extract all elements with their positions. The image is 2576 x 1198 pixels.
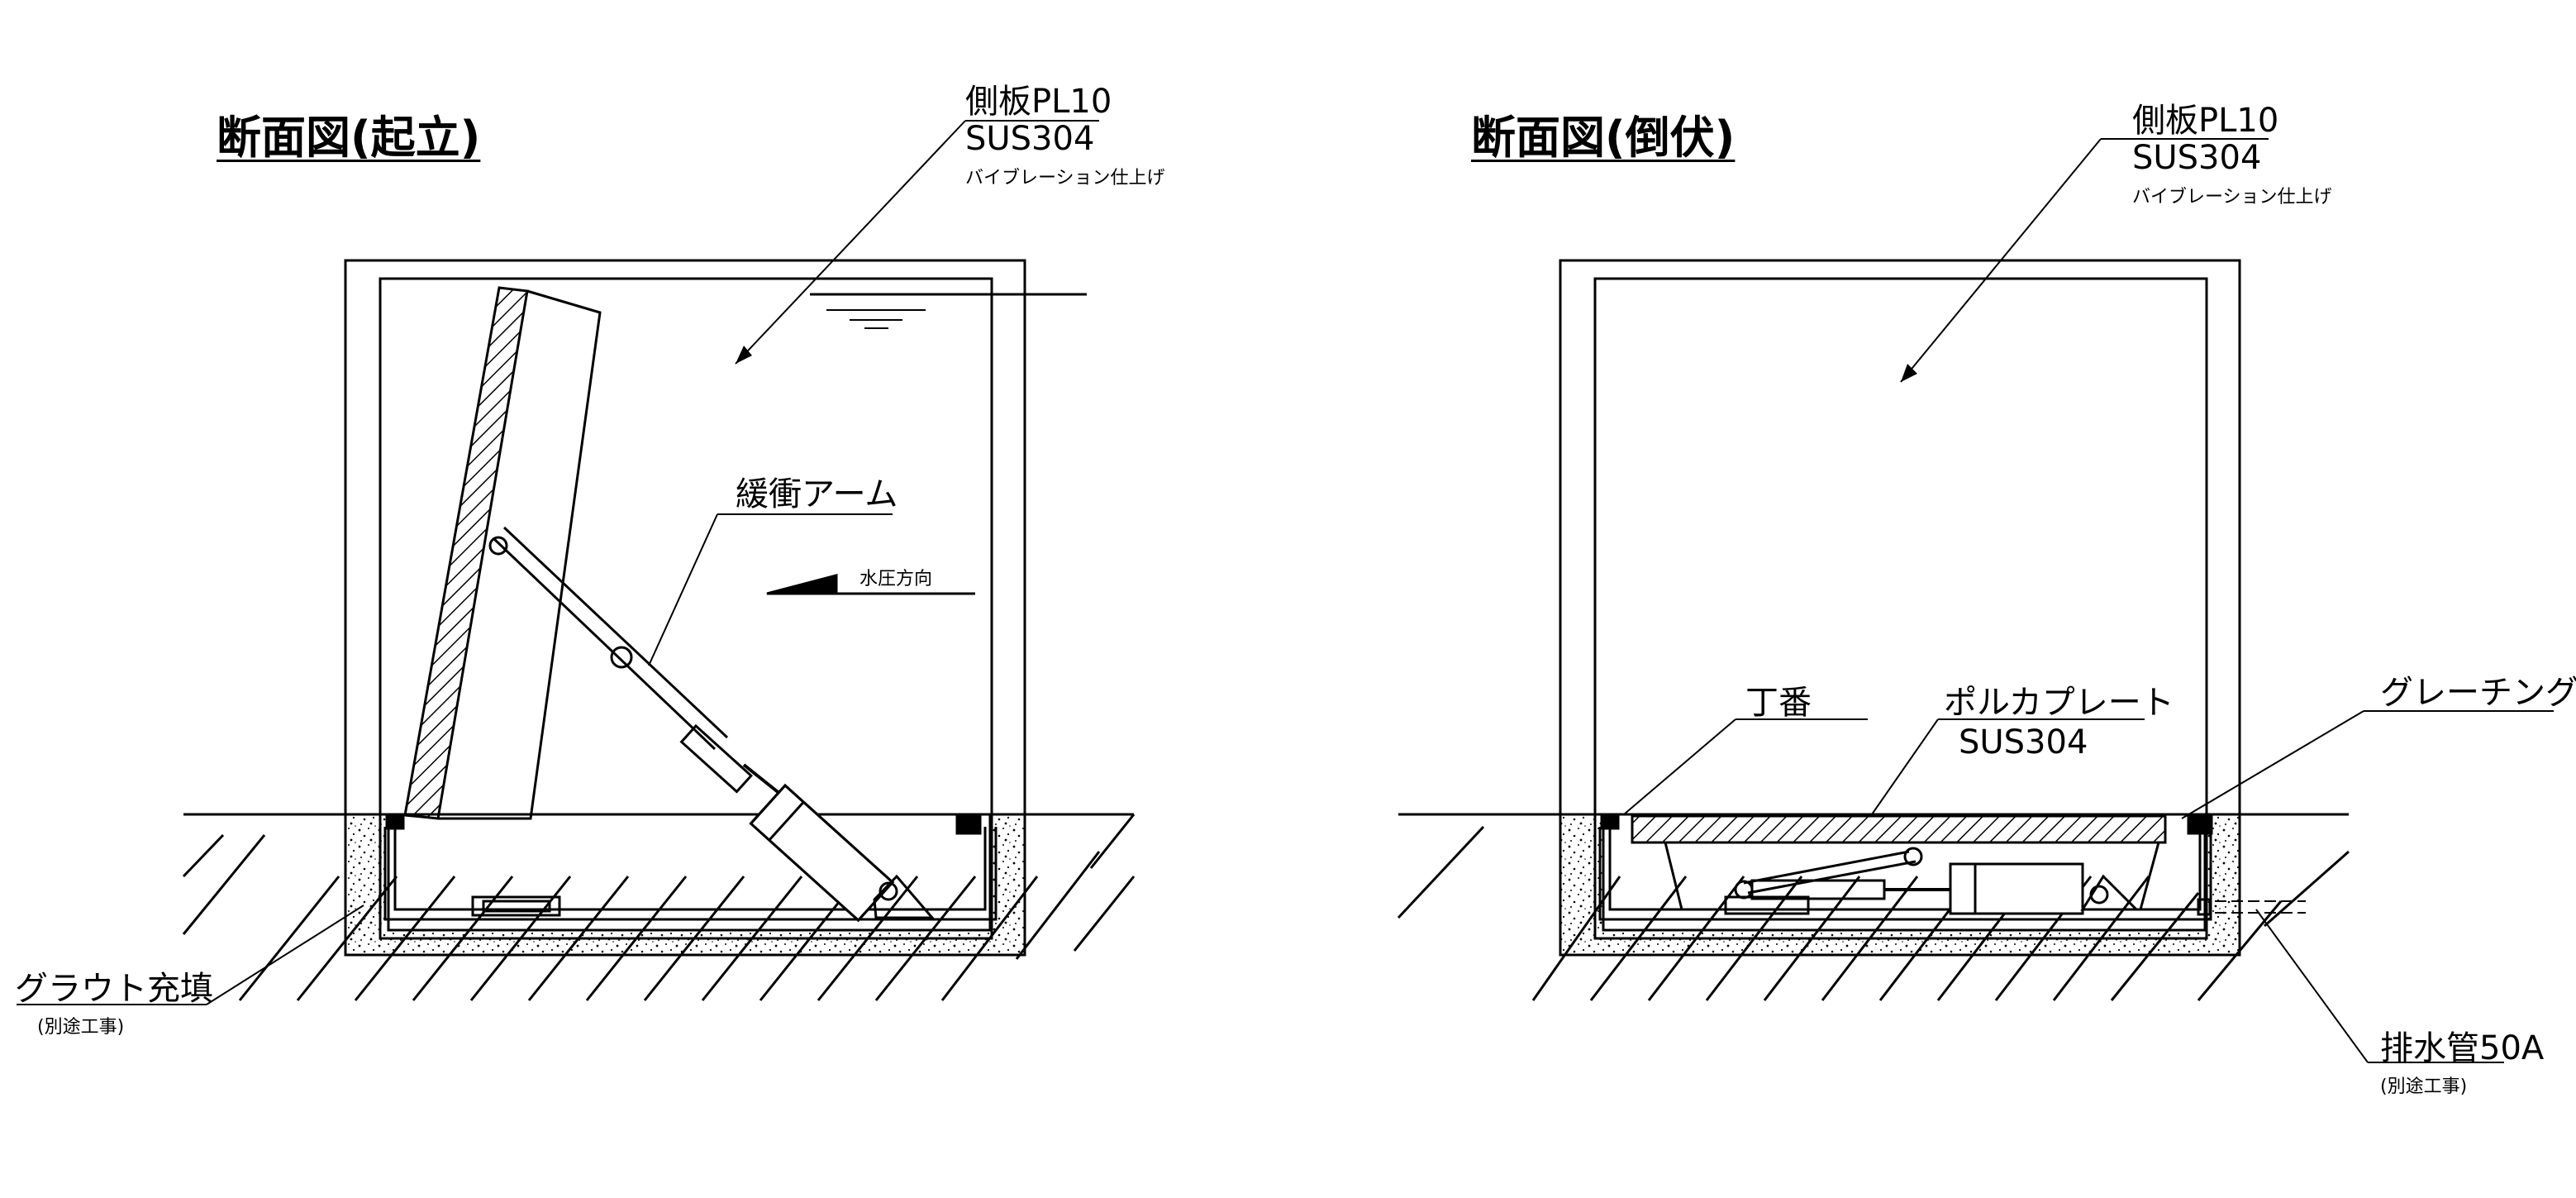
left-side-plate-label-2: SUS304 [965, 120, 1095, 158]
left-side-plate-finish: バイブレーション仕上げ [965, 168, 1165, 189]
right-side-plate-label-1: 側板PL10 [2132, 102, 2279, 140]
buffer-arm-label: 緩衝アーム [736, 475, 898, 513]
right-buffer-arm [1734, 847, 2140, 915]
left-view-title: 断面図(起立) [217, 112, 481, 164]
grout-fill-label: グラウト充填 [15, 970, 213, 1008]
polka-plate-label-2: SUS304 [1959, 723, 2088, 761]
left-section [17, 120, 1136, 1005]
right-side-plate-finish: バイブレーション仕上げ [2132, 187, 2332, 208]
right-section [1397, 138, 2554, 1063]
right-lowered-panel [1631, 814, 2167, 844]
drain-separate-work-label: (別途工事) [2380, 1076, 2468, 1097]
right-side-plate-label-2: SUS304 [2132, 139, 2262, 177]
left-buffer-arm [488, 526, 936, 923]
left-side-plate-inner [379, 277, 993, 940]
right-side-plate-inner [1593, 277, 2208, 940]
left-side-plate-outer [344, 259, 1026, 957]
right-side-plate-outer [1559, 259, 2241, 957]
right-view-title: 断面図(倒伏) [1471, 112, 1736, 164]
grating-label: グレーチング [2380, 674, 2576, 712]
hinge-label: 丁番 [1745, 684, 1812, 722]
water-pressure-arrow [766, 574, 838, 595]
water-pressure-label: 水圧方向 [859, 569, 933, 589]
left-side-plate-label-1: 側板PL10 [965, 83, 1112, 121]
polka-plate-label-1: ポルカプレート [1944, 684, 2174, 722]
grout-separate-work-label: (別途工事) [37, 1017, 125, 1038]
drain-pipe-label: 排水管50A [2380, 1029, 2545, 1067]
